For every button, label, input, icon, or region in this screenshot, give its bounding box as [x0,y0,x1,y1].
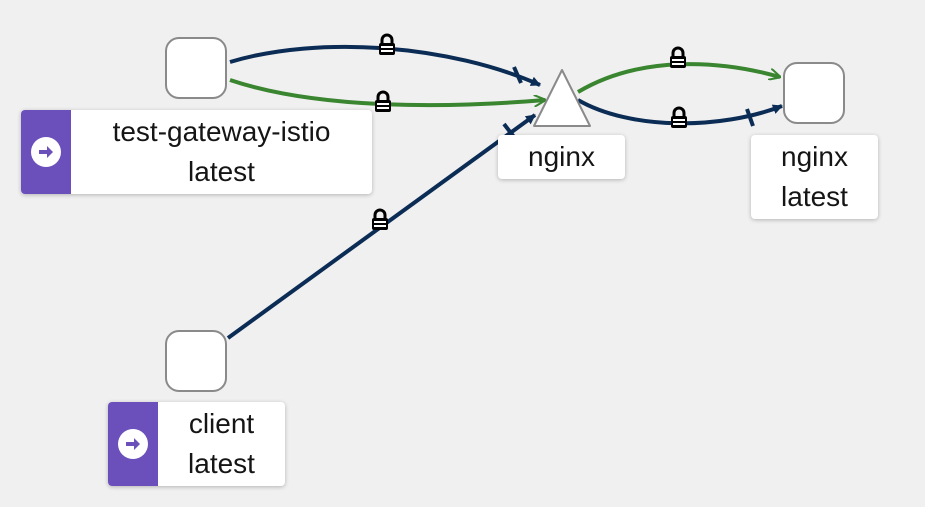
node-nginx-workload[interactable] [783,62,845,124]
node-label-name: test-gateway-istio [112,116,331,147]
label-test-gateway-istio[interactable]: test-gateway-istio latest [21,110,372,194]
edge-tick-mark [512,66,523,84]
lock-icon [373,90,393,114]
edge-nginx-to-workload-http[interactable] [576,62,780,94]
lock-icon [370,208,390,232]
lock-icon [668,46,688,70]
lock-icon [377,33,397,57]
node-label-version: latest [188,448,255,479]
lock-icon [669,106,689,130]
label-nginx-service[interactable]: nginx [498,135,625,179]
badge-ingress [108,402,158,486]
node-label-version: latest [781,181,848,212]
node-test-gateway-istio[interactable] [165,37,227,99]
label-client[interactable]: client latest [108,402,285,486]
node-label-name: nginx [781,141,848,172]
node-client[interactable] [165,330,227,392]
label-nginx-workload[interactable]: nginx latest [751,135,878,219]
node-label-name: client [188,408,255,439]
arrow-right-circle-icon [126,438,140,450]
node-label-name: nginx [528,141,595,172]
node-label-version: latest [188,156,255,187]
nginx-service-triangle[interactable] [533,69,591,127]
edge-tick-mark [745,108,755,127]
arrow-right-circle-icon [39,146,53,158]
badge-ingress [21,110,71,194]
edge-tick-mark [502,122,516,139]
